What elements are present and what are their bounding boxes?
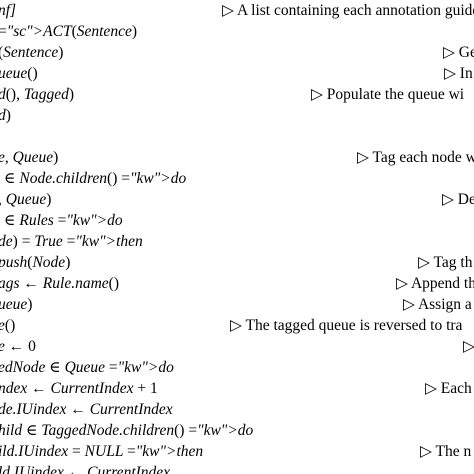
line-11-code: ∈ Rules ="kw">do bbox=[4, 212, 123, 229]
line-1-comment: ▷ A list containing each annotation guid… bbox=[222, 2, 474, 19]
line-4-code: ueue() bbox=[0, 65, 38, 82]
algorithm-line-22: ild.IUindex = NULL ="kw">then ▷ The n bbox=[0, 441, 474, 462]
algorithm-line-4: ueue() ▷ In bbox=[0, 63, 474, 84]
line-21-code: hild ∈ TaggedNode.children() ="kw">do bbox=[0, 422, 254, 439]
line-19-code: ndex ← CurrentIndex + 1 bbox=[0, 380, 158, 397]
line-23-code: ld.IUindex ← CurrentIndex bbox=[0, 464, 171, 474]
line-5-comment: ▷ Populate the queue wi bbox=[311, 86, 465, 103]
algorithm-line-5: d(), Tagged) ▷ Populate the queue wi bbox=[0, 84, 474, 105]
algorithm-line-15: ueue) ▷ Assign a bbox=[0, 294, 474, 315]
line-10-comment: ▷ De bbox=[442, 191, 474, 208]
line-10-code: , Queue) bbox=[0, 191, 52, 208]
line-20-code: de.IUindex ← CurrentIndex bbox=[0, 401, 173, 418]
line-3-code: (Sentence) bbox=[0, 44, 64, 61]
line-8-code: e, Queue) bbox=[0, 149, 59, 166]
line-17-comment: ▷ bbox=[463, 338, 474, 355]
line-15-comment: ▷ Assign a bbox=[403, 296, 472, 313]
algorithm-line-19: ndex ← CurrentIndex + 1 ▷ Each bbox=[0, 378, 474, 399]
line-22-comment: ▷ The n bbox=[420, 443, 472, 460]
line-8-comment: ▷ Tag each node w bbox=[357, 149, 474, 166]
algorithm-line-9: ∈ Node.children() ="kw">do bbox=[0, 168, 474, 189]
line-19-comment: ▷ Each bbox=[425, 380, 472, 397]
algorithm-line-10: , Queue) ▷ De bbox=[0, 189, 474, 210]
line-18-code: edNode ∈ Queue ="kw">do bbox=[0, 359, 174, 376]
line-15-code: ueue) bbox=[0, 296, 33, 313]
algorithm-line-2: ="sc">ACT(Sentence) bbox=[0, 21, 474, 42]
algorithm-line-1: nf] ▷ A list containing each annotation … bbox=[0, 0, 474, 21]
line-16-comment: ▷ The tagged queue is reversed to tra bbox=[230, 317, 463, 334]
algorithm-line-17: e ← 0 ▷ bbox=[0, 336, 474, 357]
line-13-comment: ▷ Tag th bbox=[418, 254, 473, 271]
line-4-comment: ▷ In bbox=[444, 65, 473, 82]
line-14-code: ags ← Rule.name() bbox=[0, 275, 119, 292]
algorithm-line-13: push(Node) ▷ Tag th bbox=[0, 252, 474, 273]
algorithm-line-12: de) = True ="kw">then bbox=[0, 231, 474, 252]
line-9-code: ∈ Node.children() ="kw">do bbox=[4, 170, 187, 187]
line-3-comment: ▷ Ge bbox=[443, 44, 474, 61]
algorithm-line-20: de.IUindex ← CurrentIndex bbox=[0, 399, 474, 420]
algorithm-line-3: (Sentence) ▷ Ge bbox=[0, 42, 474, 63]
line-16-code: e() bbox=[0, 317, 16, 334]
algorithm-line-23: ld.IUindex ← CurrentIndex bbox=[0, 462, 474, 474]
algorithm-line-21: hild ∈ TaggedNode.children() ="kw">do bbox=[0, 420, 474, 441]
algorithm-line-16: e() ▷ The tagged queue is reversed to tr… bbox=[0, 315, 474, 336]
line-22-code: ild.IUindex = NULL ="kw">then bbox=[0, 443, 204, 460]
algorithm-line-11: ∈ Rules ="kw">do bbox=[0, 210, 474, 231]
line-12-code: de) = True ="kw">then bbox=[0, 233, 143, 250]
algorithm-line-14: ags ← Rule.name() ▷ Append th bbox=[0, 273, 474, 294]
line-14-comment: ▷ Append th bbox=[396, 275, 474, 292]
line-1-code: nf] bbox=[0, 2, 17, 19]
algorithm-line-18: edNode ∈ Queue ="kw">do bbox=[0, 357, 474, 378]
line-17-code: e ← 0 bbox=[0, 338, 36, 355]
algorithm-line-6: d) bbox=[0, 105, 474, 126]
line-6-code: d) bbox=[0, 107, 11, 124]
algorithm-line-7 bbox=[0, 126, 474, 147]
algorithm-line-8: e, Queue) ▷ Tag each node w bbox=[0, 147, 474, 168]
line-13-code: push(Node) bbox=[0, 254, 71, 271]
line-2-code: ="sc">ACT(Sentence) bbox=[0, 23, 137, 40]
line-5-code: d(), Tagged) bbox=[0, 86, 75, 103]
